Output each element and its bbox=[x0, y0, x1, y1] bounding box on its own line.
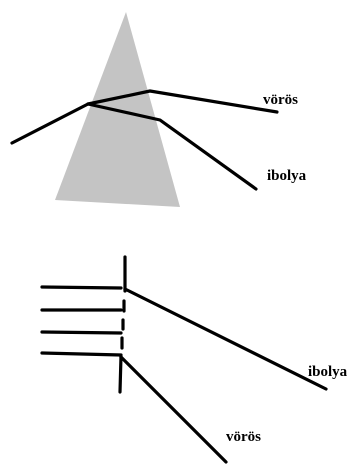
red-ray bbox=[86, 89, 279, 114]
prism-dispersion-diagram: vörös ibolya bbox=[10, 12, 307, 207]
violet-ray bbox=[86, 102, 258, 191]
violet-diffracted-ray bbox=[123, 287, 328, 391]
grating-lower-bar bbox=[118, 354, 123, 394]
incident-beam-4 bbox=[40, 351, 123, 357]
incident-beam-3 bbox=[40, 330, 123, 335]
violet-label: ibolya bbox=[308, 364, 348, 380]
red-diffracted-ray bbox=[119, 355, 228, 464]
red-label: vörös bbox=[263, 92, 298, 108]
grating-diffraction-diagram: ibolya vörös bbox=[40, 255, 348, 464]
incident-beam-1 bbox=[40, 285, 123, 290]
incident-ray bbox=[10, 102, 90, 145]
red-label: vörös bbox=[226, 429, 261, 445]
violet-label: ibolya bbox=[267, 168, 307, 184]
